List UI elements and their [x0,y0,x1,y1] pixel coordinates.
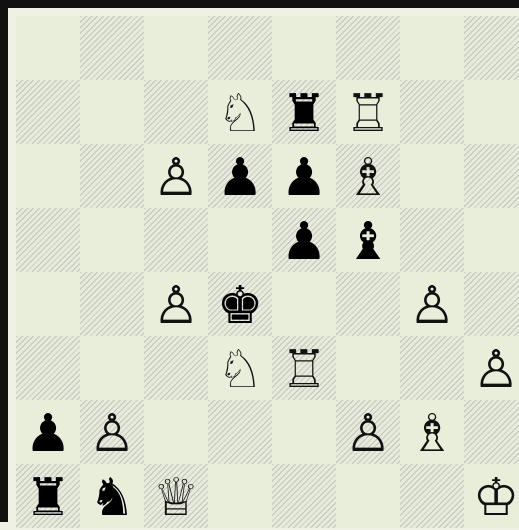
square-c5[interactable] [144,208,208,272]
square-a1[interactable]: ♜ [16,464,80,528]
black-knight-icon[interactable]: ♞ [82,468,142,528]
square-e7[interactable]: ♜ [272,80,336,144]
white-pawn-icon[interactable]: ♙ [146,276,206,336]
black-pawn-icon[interactable]: ♟ [274,212,334,272]
square-b4[interactable] [80,272,144,336]
white-bishop-icon[interactable]: ♗ [402,404,462,464]
square-e3[interactable]: ♖ [272,336,336,400]
square-c4[interactable]: ♙ [144,272,208,336]
black-king-icon[interactable]: ♚ [210,276,270,336]
square-g4[interactable]: ♙ [400,272,464,336]
square-c1[interactable]: ♕ [144,464,208,528]
square-d4[interactable]: ♚ [208,272,272,336]
white-pawn-icon[interactable]: ♙ [402,276,462,336]
square-b6[interactable] [80,144,144,208]
square-g3[interactable] [400,336,464,400]
square-b1[interactable]: ♞ [80,464,144,528]
square-d6[interactable]: ♟ [208,144,272,208]
square-d1[interactable] [208,464,272,528]
square-h3[interactable]: ♙ [464,336,519,400]
square-c7[interactable] [144,80,208,144]
white-king-icon[interactable]: ♔ [466,468,519,528]
black-rook-icon[interactable]: ♜ [18,468,78,528]
black-pawn-icon[interactable]: ♟ [274,148,334,208]
square-a4[interactable] [16,272,80,336]
square-c3[interactable] [144,336,208,400]
square-a3[interactable] [16,336,80,400]
square-e5[interactable]: ♟ [272,208,336,272]
square-f2[interactable]: ♙ [336,400,400,464]
square-f8[interactable] [336,16,400,80]
square-a6[interactable] [16,144,80,208]
black-pawn-icon[interactable]: ♟ [18,404,78,464]
square-f1[interactable] [336,464,400,528]
black-rook-icon[interactable]: ♜ [274,84,334,144]
white-queen-icon[interactable]: ♕ [146,468,206,528]
square-g2[interactable]: ♗ [400,400,464,464]
white-knight-icon[interactable]: ♘ [210,340,270,400]
square-a2[interactable]: ♟ [16,400,80,464]
square-c6[interactable]: ♙ [144,144,208,208]
square-d8[interactable] [208,16,272,80]
square-e8[interactable] [272,16,336,80]
white-bishop-icon[interactable]: ♗ [338,148,398,208]
square-d3[interactable]: ♘ [208,336,272,400]
square-e4[interactable] [272,272,336,336]
square-e1[interactable] [272,464,336,528]
white-pawn-icon[interactable]: ♙ [82,404,142,464]
square-g8[interactable] [400,16,464,80]
chess-board: ♘♜♖♙♟♟♗♟♝♙♚♙♘♖♙♟♙♙♗♜♞♕♔ [16,16,519,530]
white-rook-icon[interactable]: ♖ [274,340,334,400]
square-g1[interactable] [400,464,464,528]
square-b7[interactable] [80,80,144,144]
square-h1[interactable]: ♔ [464,464,519,528]
square-b2[interactable]: ♙ [80,400,144,464]
square-h7[interactable] [464,80,519,144]
square-d5[interactable] [208,208,272,272]
square-f7[interactable]: ♖ [336,80,400,144]
square-b3[interactable] [80,336,144,400]
square-f3[interactable] [336,336,400,400]
white-pawn-icon[interactable]: ♙ [338,404,398,464]
square-b8[interactable] [80,16,144,80]
square-e2[interactable] [272,400,336,464]
square-h4[interactable] [464,272,519,336]
square-f5[interactable]: ♝ [336,208,400,272]
square-f4[interactable] [336,272,400,336]
black-bishop-icon[interactable]: ♝ [338,212,398,272]
square-d7[interactable]: ♘ [208,80,272,144]
square-g7[interactable] [400,80,464,144]
square-e6[interactable]: ♟ [272,144,336,208]
square-g5[interactable] [400,208,464,272]
square-h6[interactable] [464,144,519,208]
square-g6[interactable] [400,144,464,208]
white-pawn-icon[interactable]: ♙ [466,340,519,400]
square-c2[interactable] [144,400,208,464]
square-h2[interactable] [464,400,519,464]
white-pawn-icon[interactable]: ♙ [146,148,206,208]
square-f6[interactable]: ♗ [336,144,400,208]
square-c8[interactable] [144,16,208,80]
black-pawn-icon[interactable]: ♟ [210,148,270,208]
white-rook-icon[interactable]: ♖ [338,84,398,144]
square-h8[interactable] [464,16,519,80]
square-b5[interactable] [80,208,144,272]
white-knight-icon[interactable]: ♘ [210,84,270,144]
square-a7[interactable] [16,80,80,144]
square-h5[interactable] [464,208,519,272]
square-a8[interactable] [16,16,80,80]
square-d2[interactable] [208,400,272,464]
square-a5[interactable] [16,208,80,272]
